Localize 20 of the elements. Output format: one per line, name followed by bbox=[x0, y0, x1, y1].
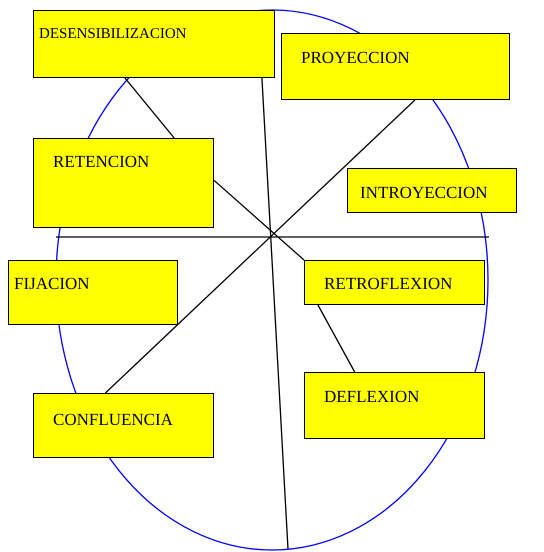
spoke-line bbox=[214, 180, 304, 260]
box-label: DESENSIBILIZACION bbox=[39, 27, 186, 42]
spoke-line bbox=[317, 304, 356, 372]
label-box bbox=[281, 33, 510, 100]
box-label: PROYECCION bbox=[301, 49, 410, 66]
label-box bbox=[304, 372, 485, 439]
label-box bbox=[33, 393, 214, 458]
label-box bbox=[8, 260, 178, 325]
box-label: FIJACION bbox=[14, 275, 90, 292]
box-label: RETROFLEXION bbox=[324, 275, 452, 292]
box-label: INTROYECCION bbox=[360, 184, 488, 201]
spoke-line bbox=[104, 100, 416, 394]
box-label: CONFLUENCIA bbox=[53, 411, 173, 428]
spoke-line bbox=[261, 78, 289, 550]
label-box bbox=[304, 260, 485, 305]
label-box bbox=[347, 168, 517, 213]
box-label: DEFLEXION bbox=[324, 388, 420, 405]
label-box bbox=[33, 10, 275, 78]
label-box bbox=[33, 138, 214, 228]
box-label: RETENCION bbox=[53, 153, 150, 170]
